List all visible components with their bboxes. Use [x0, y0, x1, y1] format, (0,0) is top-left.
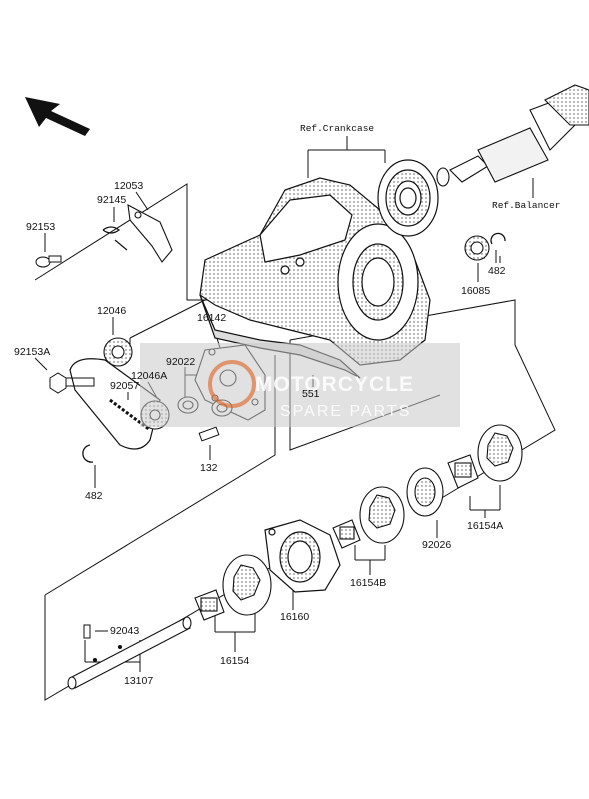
watermark-subtitle: SPARE PARTS	[280, 403, 412, 420]
watermark-title: MOTORCYCLE	[255, 373, 414, 396]
balancer-shaft	[436, 84, 589, 187]
gear-16085	[464, 235, 490, 261]
watermark-logo-icon	[140, 343, 460, 427]
pin-92043	[83, 624, 91, 639]
label-13107: 13107	[124, 675, 154, 687]
label-92153A: 92153A	[14, 346, 51, 358]
label-ref-balancer: Ref.Balancer	[492, 200, 561, 211]
label-92022: 92022	[166, 356, 196, 368]
pin-92026	[406, 467, 444, 517]
label-92043: 92043	[110, 625, 140, 637]
circlip-482-top	[490, 232, 506, 245]
label-12046: 12046	[97, 305, 127, 317]
label-ref-crankcase: Ref.Crankcase	[300, 123, 375, 134]
sprocket-12046	[103, 337, 133, 367]
rotor-16154	[194, 554, 272, 621]
bolt-92153	[35, 255, 62, 268]
label-482-bottom: 482	[85, 490, 103, 502]
label-551: 551	[302, 388, 320, 400]
chain-guide-12053	[127, 204, 173, 263]
bolt-92153A	[49, 372, 95, 394]
label-16154A: 16154A	[467, 520, 504, 532]
label-16085: 16085	[461, 285, 491, 297]
label-16154B: 16154B	[350, 577, 387, 589]
label-92153: 92153	[26, 221, 56, 233]
label-16154: 16154	[220, 655, 250, 667]
pump-housing-16160	[264, 519, 341, 593]
label-12046A: 12046A	[131, 370, 168, 382]
label-12053: 12053	[114, 180, 144, 192]
label-482-top: 482	[488, 265, 506, 277]
label-92026: 92026	[422, 539, 452, 551]
crankcase-bearing	[377, 159, 439, 237]
label-16160: 16160	[280, 611, 310, 623]
label-92057: 92057	[110, 380, 140, 392]
direction-arrow-icon	[25, 97, 90, 136]
bolt-132	[198, 426, 220, 442]
label-16142: 16142	[197, 312, 227, 324]
label-92145: 92145	[97, 194, 127, 206]
label-132: 132	[200, 462, 218, 474]
circlip-482-bottom	[82, 444, 94, 463]
spring-92145	[102, 226, 128, 251]
rotor-16154B	[332, 486, 405, 549]
shaft-13107	[67, 616, 192, 690]
rotor-16154A	[447, 424, 523, 489]
